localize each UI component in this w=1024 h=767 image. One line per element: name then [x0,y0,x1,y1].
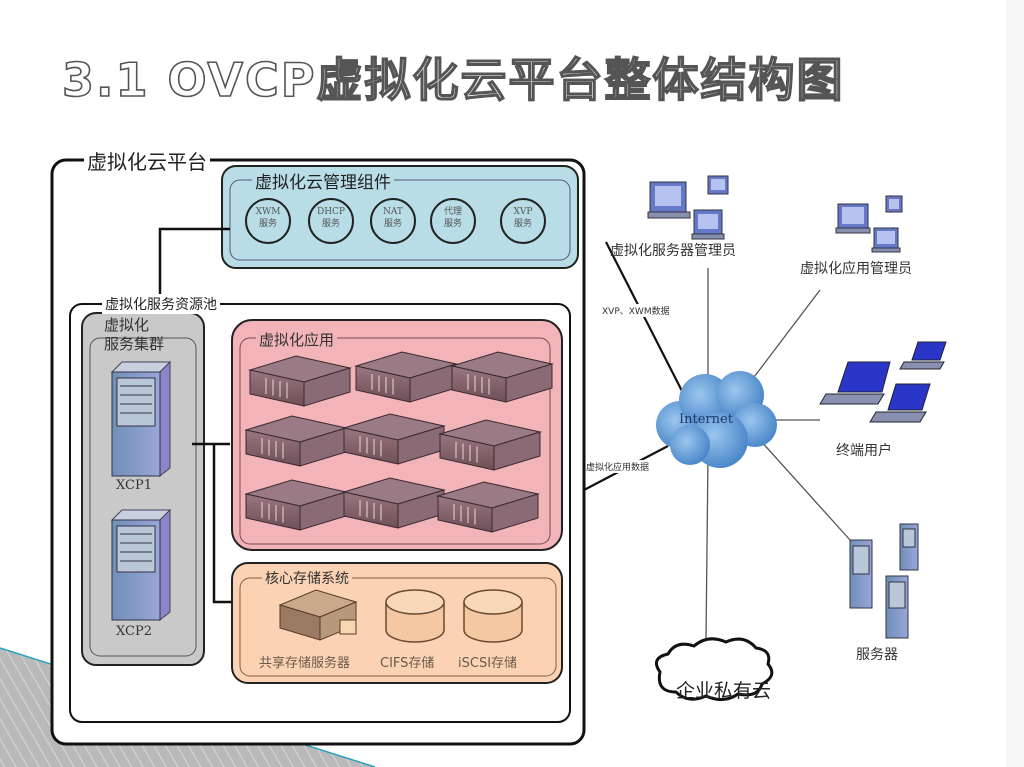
xcp2-label: XCP2 [116,624,152,639]
xcp2-server-icon [110,508,172,622]
network-links [705,268,851,641]
service-xwm [245,198,291,244]
service-xvp [500,198,546,244]
service-proxy-label: 代理服务 [443,207,462,229]
iscsi-storage-label: iSCSI存储 [458,656,518,671]
cluster-connector [212,444,236,604]
end-users-label: 终端用户 [836,443,892,459]
storage-label: 核心存储系统 [262,568,352,588]
right-edge-strip [1006,0,1024,767]
app-server-document [354,351,458,403]
app-server-web [450,351,554,403]
iscsi-storage-icon [463,589,523,643]
internet-cloud-icon [656,371,777,468]
apps-label: 虚拟化应用 [256,329,338,350]
service-dhcp [308,198,354,244]
cifs-storage-label: CIFS存储 [380,656,435,671]
shared-storage-label: 共享存储服务器 [259,656,351,671]
cifs-storage-icon [385,589,445,643]
mgmt-connector [158,227,230,295]
service-nat [370,198,416,244]
app-admin-computers-icon [835,195,903,253]
resource-pool-label: 虚拟化服务资源池 [102,294,220,314]
slide-title: 3.1 OVCP虚拟化云平台整体结构图 [61,52,845,108]
xvp-data-link [605,241,685,396]
app-server-keyboard [342,477,446,529]
service-circles [245,198,546,244]
app-server-database [248,355,352,407]
app-server-terminal [436,481,540,533]
internet-label: Internet [679,412,733,427]
xcp1-label: XCP1 [116,478,152,493]
xvp-data-label: XVP、XWM数据 [602,304,670,317]
private-cloud-label: 企业私有云 [676,680,772,702]
xcp1-server-icon [110,360,172,478]
servers-label: 服务器 [856,647,898,663]
resource-pool-frame [69,303,571,723]
cluster-label: 虚拟化服务集群 [104,316,165,353]
app-servers [244,351,554,533]
app-server-globe [438,419,542,471]
service-proxy [430,198,476,244]
server-admin-computers-icon [647,175,729,240]
platform-label: 虚拟化云平台 [84,146,210,175]
app-data-label: 虚拟化应用数据 [586,460,650,473]
servers-icon [849,523,919,639]
shared-storage-server-icon [278,589,358,641]
private-cloud-shape [654,637,774,701]
app-admin-label: 虚拟化应用管理员 [800,261,912,277]
server-admin-label: 虚拟化服务器管理员 [610,243,736,259]
app-server-web-network [342,413,446,465]
end-user-laptops-icon [819,341,947,423]
management-label: 虚拟化云管理组件 [252,168,394,193]
